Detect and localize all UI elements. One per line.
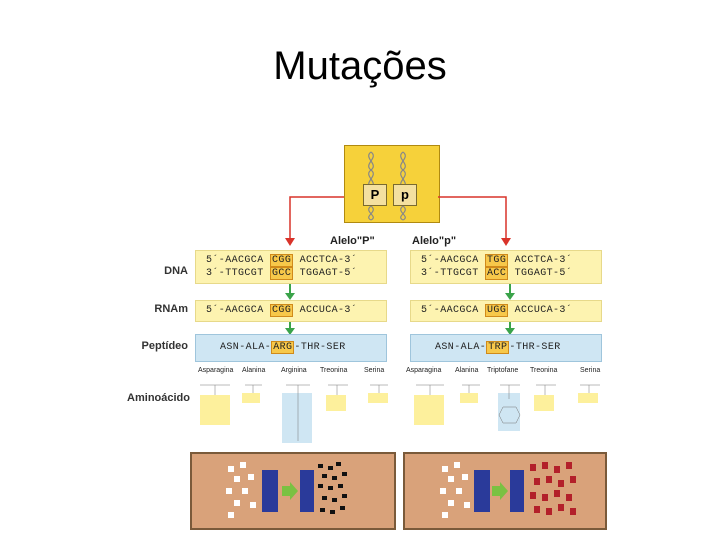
amino-name: Serina	[580, 367, 601, 374]
rna-panel-right: 5´-AACGCA UGG ACCUCA-3´	[410, 300, 602, 322]
row-label-rna: RNAm	[154, 303, 188, 315]
peptide-seq: ASN-ALA-	[220, 342, 272, 353]
rna-seq: 5´-AACGCA	[206, 305, 271, 316]
amino-name: Alanina	[242, 367, 266, 374]
codon-highlight: CGG	[270, 254, 294, 267]
amino-name: Treonina	[530, 367, 558, 374]
rna-seq: ACCUCA-3´	[293, 305, 358, 316]
residue-highlight: ARG	[271, 341, 295, 354]
codon-highlight: CGG	[270, 304, 294, 317]
dna-panel-right: 5´-AACGCA TGG ACCTCA-3´ 3´-TTGCGT ACC TG…	[410, 250, 602, 284]
dna-seq: 5´-AACGCA	[206, 255, 271, 266]
dna-seq: TGGAGT-5´	[293, 268, 358, 279]
dna-panel-left: 5´-AACGCA CGG ACCTCA-3´ 3´-TTGCGT GCC TG…	[195, 250, 387, 284]
allele-box-dominant: P	[363, 184, 387, 206]
codon-highlight: ACC	[485, 267, 509, 280]
page-title: Mutações	[273, 44, 447, 88]
residue-highlight: TRP	[486, 341, 510, 354]
chromosome-pair-box: P p	[344, 145, 440, 223]
rna-panel-left: 5´-AACGCA CGG ACCUCA-3´	[195, 300, 387, 322]
rna-seq: ACCUCA-3´	[508, 305, 573, 316]
peptide-seq: -THR-SER	[509, 342, 561, 353]
peptide-panel-left: ASN-ALA-ARG-THR-SER	[195, 334, 387, 362]
amino-name: Alanina	[455, 367, 479, 374]
amino-name: Triptofane	[487, 367, 519, 374]
amino-name: Asparagina	[406, 367, 442, 374]
rna-seq: 5´-AACGCA	[421, 305, 486, 316]
dna-seq: TGGAGT-5´	[508, 268, 573, 279]
row-label-dna: DNA	[164, 265, 188, 277]
codon-highlight: TGG	[485, 254, 509, 267]
pigment-synthesis-illustration	[226, 462, 576, 518]
cell-mutant	[403, 452, 607, 530]
amino-name: Asparagina	[198, 367, 234, 374]
peptide-seq: -THR-SER	[294, 342, 346, 353]
codon-highlight: UGG	[485, 304, 509, 317]
dna-seq: 3´-TTGCGT	[421, 268, 486, 279]
allele-box-recessive: p	[393, 184, 417, 206]
amino-name: Treonina	[320, 367, 348, 374]
amino-name: Serina	[364, 367, 385, 374]
dna-seq: ACCTCA-3´	[508, 255, 573, 266]
allele-label-left: Alelo"P"	[330, 235, 375, 247]
cell-normal	[190, 452, 396, 530]
allele-label-right: Alelo"p"	[412, 235, 457, 247]
peptide-panel-right: ASN-ALA-TRP-THR-SER	[410, 334, 602, 362]
amino-name: Arginina	[281, 367, 307, 374]
dna-seq: 5´-AACGCA	[421, 255, 486, 266]
row-label-amino: Aminoácido	[127, 392, 190, 404]
amino-acid-structures	[200, 384, 600, 443]
row-label-peptide: Peptídeo	[141, 340, 188, 352]
dna-seq: ACCTCA-3´	[293, 255, 358, 266]
codon-highlight: GCC	[270, 267, 294, 280]
dna-seq: 3´-TTGCGT	[206, 268, 271, 279]
peptide-seq: ASN-ALA-	[435, 342, 487, 353]
